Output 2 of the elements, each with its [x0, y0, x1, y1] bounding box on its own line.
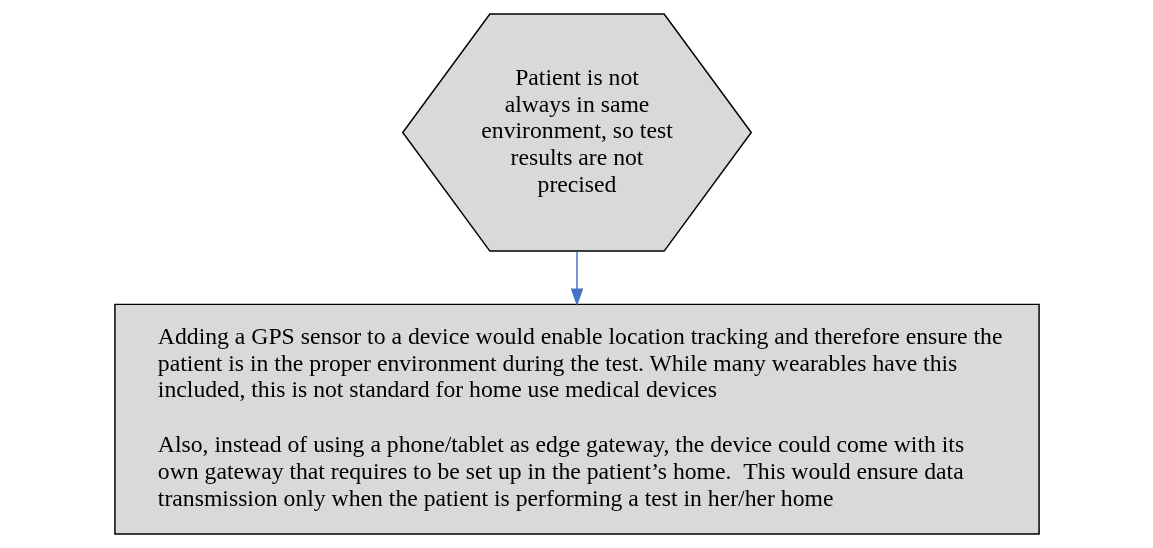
node-box: Adding a GPS sensor to a device would enable location tracking and therefore ensure the patient is in the proper environment during the test. While many wearables have this included, this is not standard for home use medical devices Also, instead of using a phone/tablet as edge gateway, the device could come with its own gateway that requires to be set up in the patient’s home. This would ensure data transmission only when the patient is performing a test in her/her home	[113, 303, 1040, 535]
arrow	[570, 250, 583, 307]
